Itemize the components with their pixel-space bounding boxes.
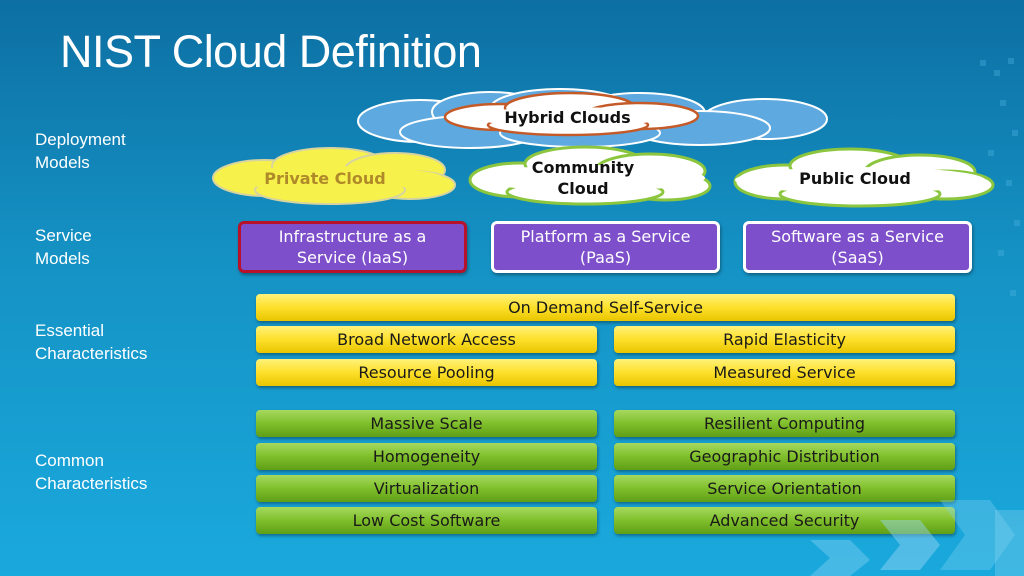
slide-title: NIST Cloud Definition xyxy=(60,26,482,77)
paas-label: Platform as a Service (PaaS) xyxy=(520,227,691,267)
resource-pooling-bar: Resource Pooling xyxy=(256,359,597,386)
geographic-distribution-bar: Geographic Distribution xyxy=(614,443,955,470)
on-demand-self-service-bar: On Demand Self-Service xyxy=(256,294,955,321)
virtualization-bar: Virtualization xyxy=(256,475,597,502)
service-models-label: Service Models xyxy=(35,226,92,268)
community-cloud-label: Community Cloud xyxy=(531,158,635,198)
saas-box[interactable]: Software as a Service (SaaS) xyxy=(743,221,972,273)
hybrid-cloud-shape xyxy=(357,88,828,149)
service-orientation-bar: Service Orientation xyxy=(614,475,955,502)
iaas-box[interactable]: Infrastructure as a Service (IaaS) xyxy=(238,221,467,273)
advanced-security-bar: Advanced Security xyxy=(614,507,955,534)
deployment-models-label: Deployment Models xyxy=(35,130,126,172)
decorative-chevrons xyxy=(810,500,1024,576)
paas-box[interactable]: Platform as a Service (PaaS) xyxy=(491,221,720,273)
resilient-computing-bar: Resilient Computing xyxy=(614,410,955,437)
massive-scale-bar: Massive Scale xyxy=(256,410,597,437)
broad-network-access-bar: Broad Network Access xyxy=(256,326,597,353)
common-characteristics-label: Common Characteristics xyxy=(35,451,148,493)
rapid-elasticity-bar: Rapid Elasticity xyxy=(614,326,955,353)
saas-label: Software as a Service (SaaS) xyxy=(771,227,944,267)
measured-service-bar: Measured Service xyxy=(614,359,955,386)
iaas-label: Infrastructure as a Service (IaaS) xyxy=(278,227,427,267)
decorative-dot-pattern xyxy=(980,58,1020,296)
essential-characteristics-label: Essential Characteristics xyxy=(35,321,148,363)
low-cost-software-bar: Low Cost Software xyxy=(256,507,597,534)
public-cloud-label: Public Cloud xyxy=(799,169,911,188)
hybrid-clouds-label: Hybrid Clouds xyxy=(504,108,631,127)
private-cloud-label: Private Cloud xyxy=(264,169,386,188)
homogeneity-bar: Homogeneity xyxy=(256,443,597,470)
